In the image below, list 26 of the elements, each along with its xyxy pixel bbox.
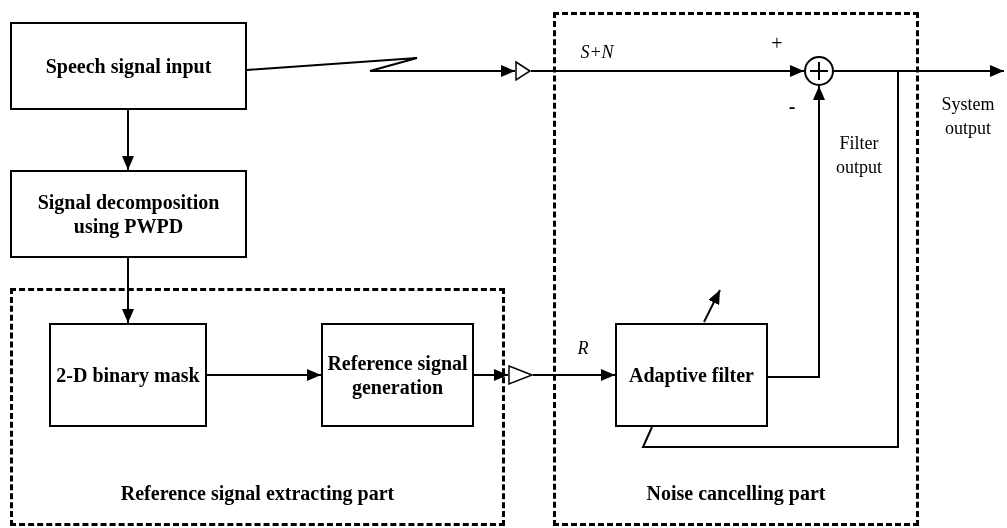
- arrow: [530, 65, 805, 77]
- sign-label: +: [771, 30, 783, 56]
- group-heading: Noise cancelling part: [646, 482, 826, 505]
- process-box: Signal decomposition using PWPD: [10, 170, 247, 258]
- dashed-group: [10, 288, 505, 526]
- buffer-triangle: [508, 365, 533, 385]
- arrow: [767, 85, 825, 378]
- arrow: [473, 369, 509, 381]
- arrow: [122, 257, 134, 324]
- buffer-triangle: [515, 61, 531, 81]
- process-box: 2-D binary mask: [49, 323, 207, 427]
- edge-label: R: [577, 336, 589, 360]
- edge-label: System output: [940, 92, 996, 140]
- edge-label: S+N: [580, 40, 614, 64]
- process-box: Speech signal input: [10, 22, 247, 110]
- sign-label: -: [788, 93, 796, 119]
- arrow: [122, 109, 134, 171]
- arrow: [532, 369, 616, 381]
- dashed-group: [553, 12, 919, 526]
- edge-label: Filter output: [835, 131, 883, 179]
- arrow: [246, 57, 516, 77]
- process-box: Adaptive filter: [615, 323, 768, 427]
- group-heading: Reference signal extracting part: [120, 482, 395, 505]
- summing-junction: [804, 56, 834, 86]
- arrow: [206, 369, 322, 381]
- process-box: Reference signal generation: [321, 323, 474, 427]
